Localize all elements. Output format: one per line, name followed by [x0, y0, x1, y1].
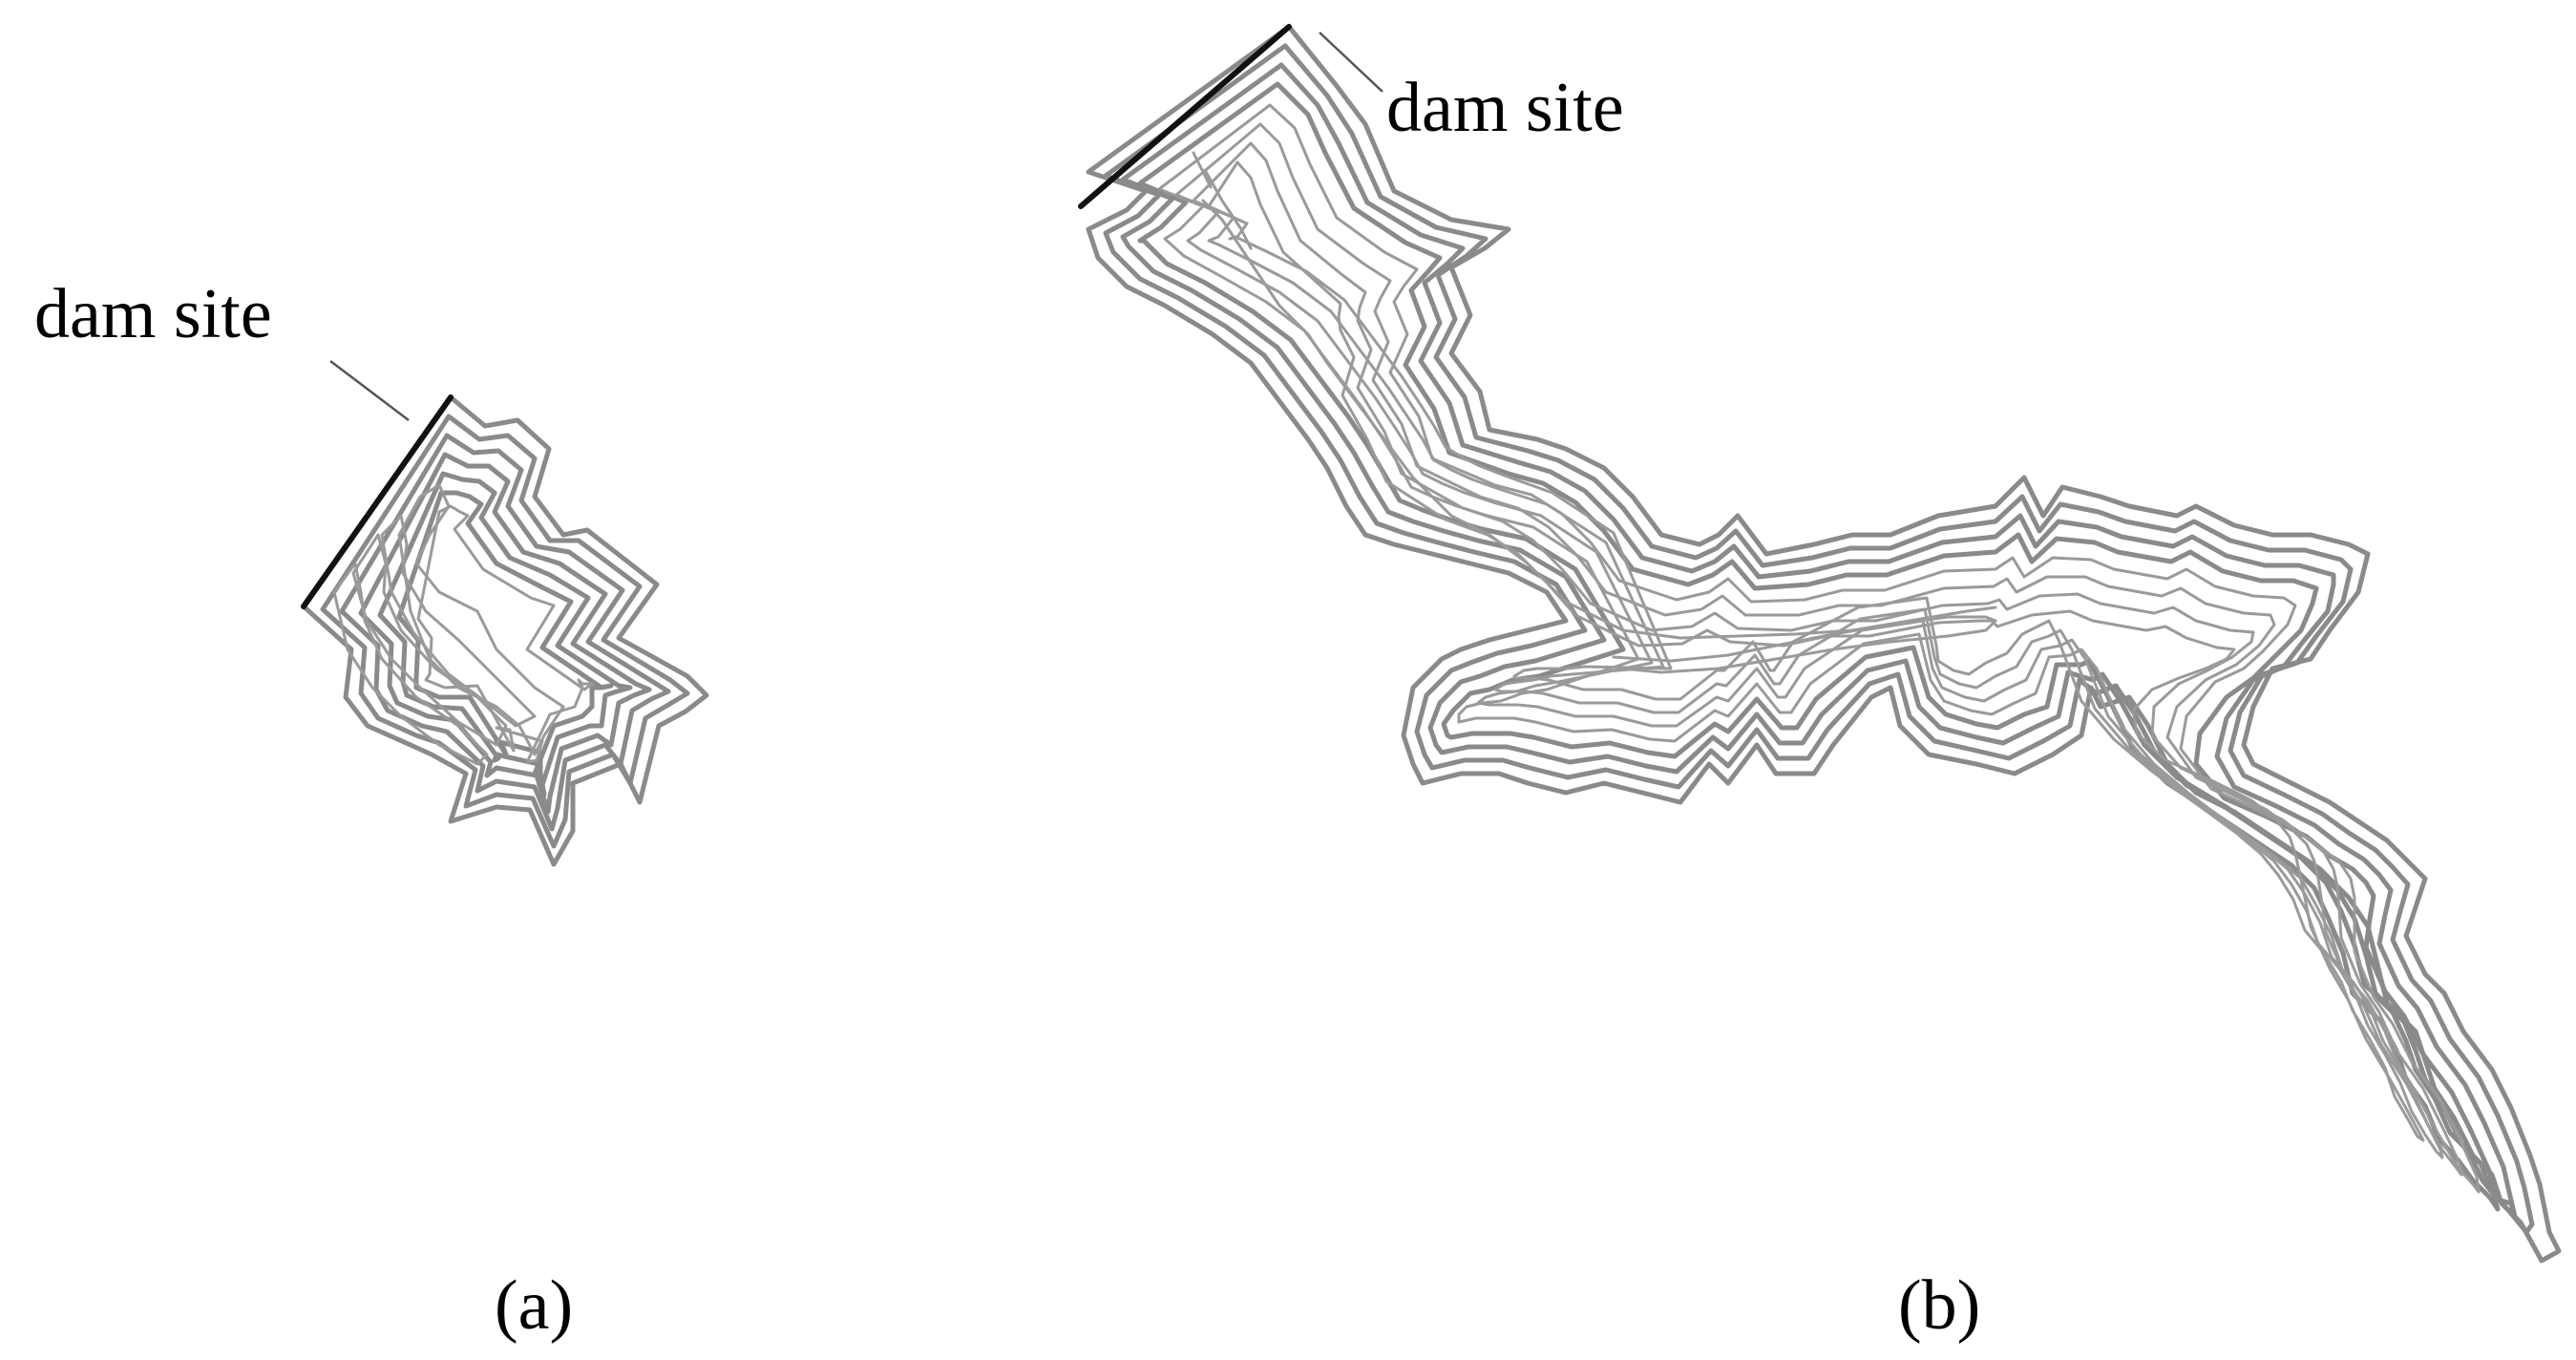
- panel-b-contour: [1207, 160, 2425, 1142]
- panel-b-contour: [1157, 103, 2481, 1194]
- panel-a-contour: [396, 490, 614, 780]
- panel-a-contour: [339, 433, 671, 832]
- panel-b-contour: [1137, 81, 2501, 1212]
- panel-b-leader-line: [1319, 32, 1383, 93]
- panel-b-contour: [1086, 24, 2562, 1264]
- panel-b-caption: (b): [1898, 1266, 1981, 1345]
- panel-a-contour-map: [301, 360, 709, 867]
- panel-a-contour: [397, 483, 565, 756]
- panel-a-contour: [358, 452, 652, 815]
- panel-b-contour: [1201, 199, 1997, 640]
- panel-a-contour: [351, 533, 508, 747]
- panel-a-dam-line: [301, 394, 454, 609]
- panel-a-leader-line: [329, 360, 410, 421]
- panel-a-contour: [416, 504, 594, 764]
- panel-b-contour: [1192, 151, 1253, 250]
- panel-b-contour: [1120, 62, 2518, 1220]
- panel-b-contour: [1174, 122, 2463, 1177]
- panel-a-contour: [380, 514, 537, 728]
- panel-a-contour: [332, 562, 489, 766]
- panel-b-contour-map: [1078, 24, 2562, 1264]
- panel-b-contour: [1192, 141, 2444, 1159]
- panel-b-dam-site-label: dam site: [1386, 69, 1624, 147]
- panel-a-caption: (a): [495, 1266, 574, 1345]
- panel-b-contour: [1612, 615, 1997, 674]
- panel-b-dam-line: [1078, 24, 1292, 209]
- panel-a-dam-site-label: dam site: [34, 275, 272, 353]
